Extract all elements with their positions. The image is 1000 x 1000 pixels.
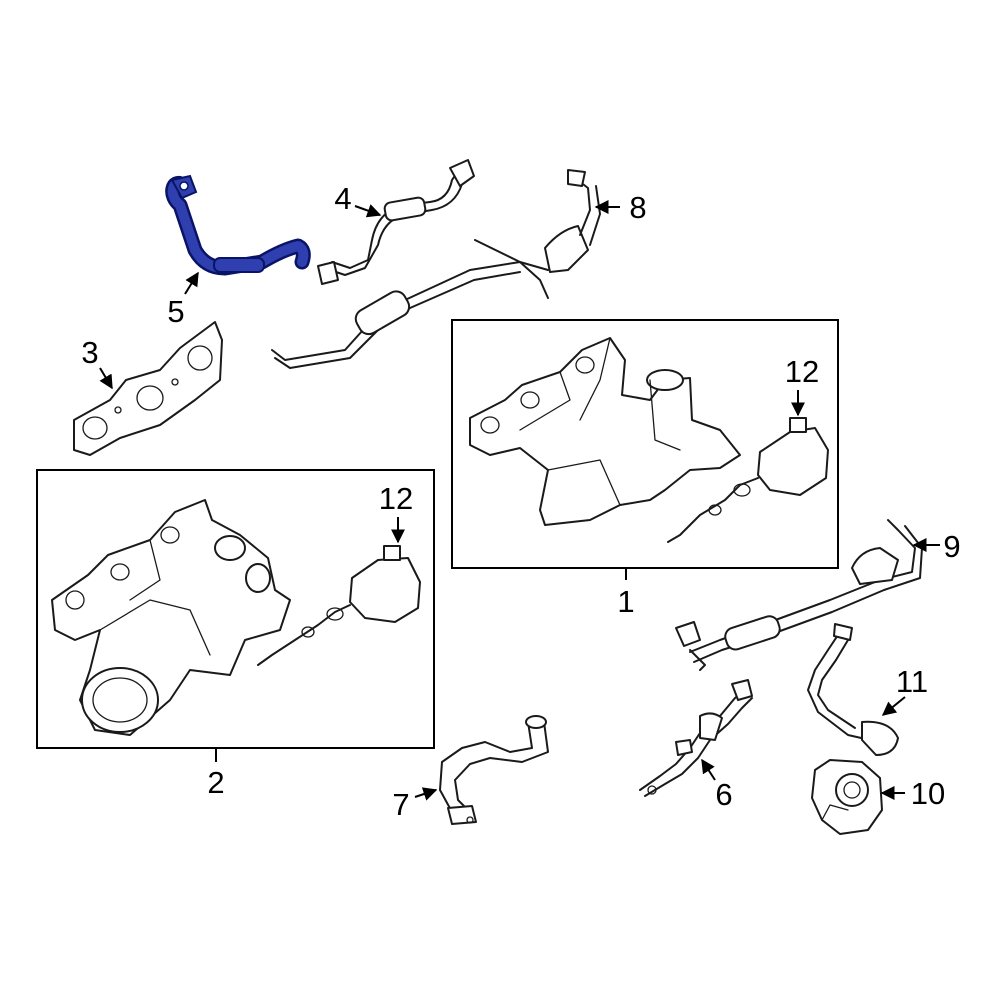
callout-5[interactable]: 5	[167, 294, 184, 329]
part-2-turbocharger-assembly[interactable]	[51, 499, 291, 736]
callout-8[interactable]: 8	[629, 190, 646, 225]
leader-5	[184, 271, 199, 295]
part-1-exhaust-manifold-assembly[interactable]	[469, 337, 741, 526]
leaders	[99, 200, 940, 801]
part-5-oil-feed-line[interactable]	[165, 174, 311, 276]
part-10-pump[interactable]	[811, 759, 883, 835]
callout-6[interactable]: 6	[715, 777, 732, 812]
leader-6	[701, 758, 716, 781]
part-3-exhaust-manifold-gasket[interactable]	[73, 321, 223, 456]
part-9-tube[interactable]	[675, 519, 923, 671]
leader-7	[414, 787, 438, 801]
part-4-oil-return-tube[interactable]	[317, 159, 475, 285]
part-11-hose[interactable]	[807, 623, 899, 756]
callout-11[interactable]: 11	[896, 664, 928, 699]
part-6-bracket-tube[interactable]	[639, 679, 753, 797]
callout-2[interactable]: 2	[207, 765, 224, 800]
leader-11	[881, 696, 906, 716]
callout-9[interactable]: 9	[943, 529, 960, 564]
leader-3	[99, 367, 113, 390]
part-12-wastegate-actuator-b[interactable]	[257, 545, 421, 666]
callout-4[interactable]: 4	[334, 181, 351, 216]
callout-1[interactable]: 1	[617, 584, 634, 619]
callout-10[interactable]: 10	[911, 776, 945, 811]
part-12-wastegate-actuator-a[interactable]	[667, 417, 829, 543]
part-8-coolant-tube[interactable]	[271, 169, 601, 369]
callout-7[interactable]: 7	[392, 787, 409, 822]
callout-12-lower[interactable]: 12	[379, 481, 413, 516]
part-1-group-frame	[451, 319, 839, 569]
callout-12-upper[interactable]: 12	[785, 354, 819, 389]
leader-4	[354, 204, 382, 218]
callout-3[interactable]: 3	[81, 335, 98, 370]
part-7-coolant-hose[interactable]	[439, 715, 549, 825]
part-2-group-frame	[36, 469, 435, 749]
callout-labels: 1 2 3 4 5 6 7 8 9 10 11 12 12	[81, 181, 960, 822]
